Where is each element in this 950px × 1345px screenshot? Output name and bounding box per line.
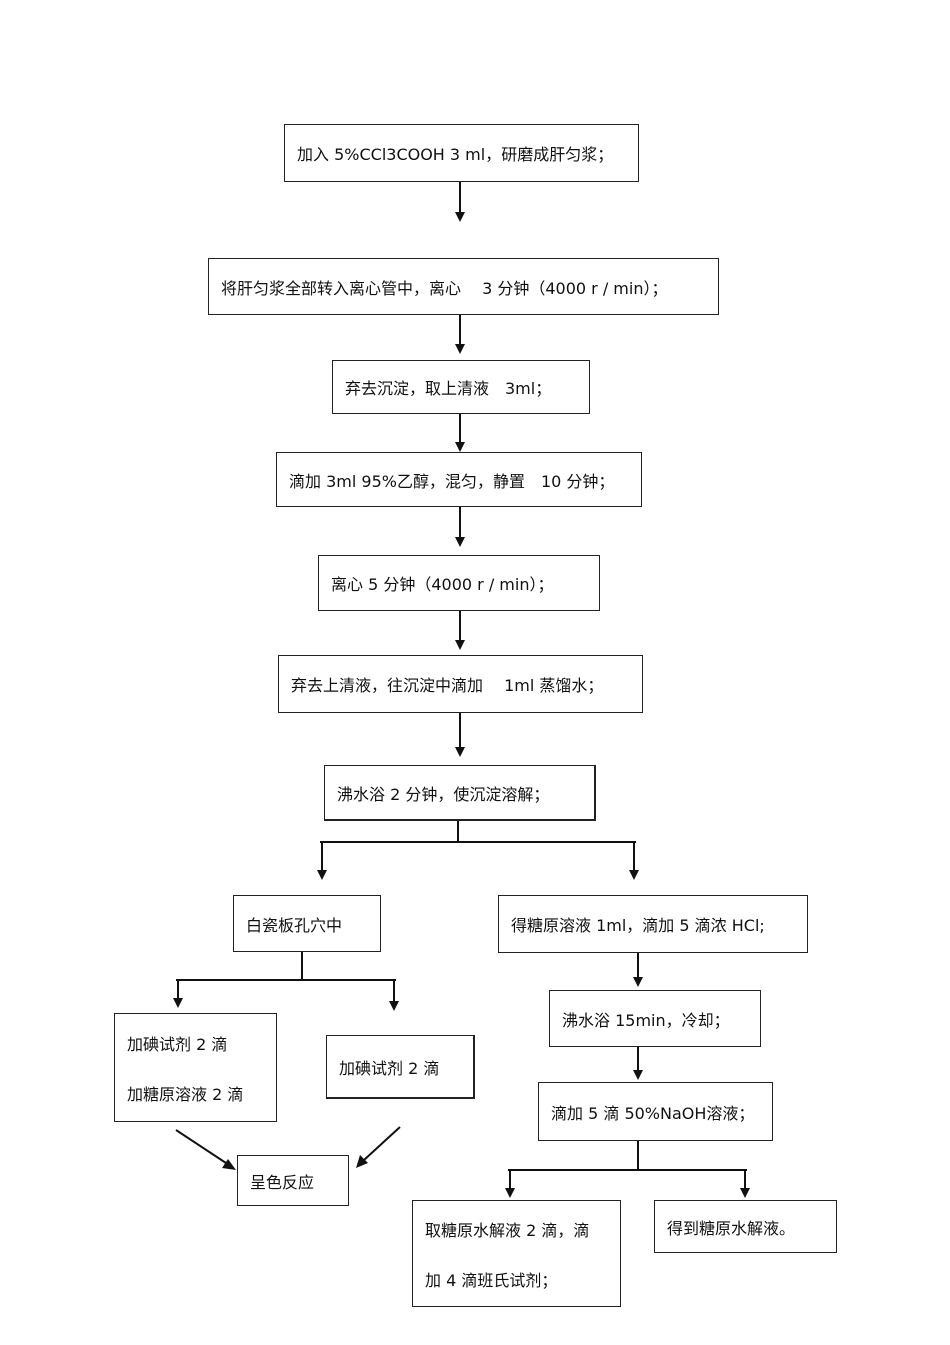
- result-box: 呈色反应: [237, 1155, 349, 1206]
- right-4-box: 取糖原水解液 2 滴，滴 加 4 滴班氏试剂；: [412, 1200, 621, 1307]
- step-2-box: 将肝匀浆全部转入离心管中，离心 3 分钟（4000 r / min）；: [208, 258, 719, 315]
- step-6-box: 弃去上清液，往沉淀中滴加 1ml 蒸馏水；: [278, 655, 643, 713]
- right-5-text: 得到糖原水解液。: [667, 1218, 796, 1238]
- step-2-text: 将肝匀浆全部转入离心管中，离心 3 分钟（4000 r / min）；: [221, 278, 668, 298]
- step-7-box: 沸水浴 2 分钟，使沉淀溶解；: [324, 765, 596, 821]
- plate-text: 白瓷板孔穴中: [246, 915, 343, 935]
- right-4-line-1: 取糖原水解液 2 滴，滴: [425, 1220, 590, 1240]
- right-5-box: 得到糖原水解液。: [654, 1200, 837, 1253]
- step-4-box: 滴加 3ml 95%乙醇，混匀，静置 10 分钟；: [276, 452, 642, 507]
- step-3-box: 弃去沉淀，取上清液 3ml；: [332, 360, 590, 414]
- right-2-box: 沸水浴 15min，冷却；: [549, 990, 761, 1047]
- right-4-line-2: 加 4 滴班氏试剂；: [425, 1270, 558, 1290]
- mix-a-line-2: 加糖原溶液 2 滴: [127, 1084, 244, 1104]
- right-3-box: 滴加 5 滴 50%NaOH溶液；: [538, 1082, 773, 1141]
- plate-box: 白瓷板孔穴中: [233, 895, 381, 952]
- mix-b-box: 加碘试剂 2 滴: [326, 1035, 475, 1099]
- right-2-text: 沸水浴 15min，冷却；: [562, 1010, 730, 1030]
- mix-b-text: 加碘试剂 2 滴: [339, 1058, 440, 1078]
- right-1-text: 得糖原溶液 1ml，滴加 5 滴浓 HCl;: [511, 916, 765, 935]
- right-3-text: 滴加 5 滴 50%NaOH溶液；: [551, 1103, 755, 1123]
- mix-a-line-1: 加碘试剂 2 滴: [127, 1034, 228, 1054]
- step-5-text: 离心 5 分钟（4000 r / min）；: [331, 575, 554, 594]
- result-text: 呈色反应: [250, 1172, 315, 1192]
- step-5-box: 离心 5 分钟（4000 r / min）；: [318, 555, 600, 611]
- step-3-text: 弃去沉淀，取上清液 3ml；: [345, 379, 552, 398]
- step-6-text: 弃去上清液，往沉淀中滴加 1ml 蒸馏水；: [291, 676, 604, 695]
- step-4-text: 滴加 3ml 95%乙醇，混匀，静置 10 分钟；: [289, 471, 615, 491]
- mix-a-box: 加碘试剂 2 滴 加糖原溶液 2 滴: [114, 1013, 277, 1122]
- step-1-text: 加入 5%CCl3COOH 3 ml，研磨成肝匀浆；: [297, 145, 614, 164]
- right-1-box: 得糖原溶液 1ml，滴加 5 滴浓 HCl;: [498, 895, 808, 953]
- step-1-box: 加入 5%CCl3COOH 3 ml，研磨成肝匀浆；: [284, 124, 639, 182]
- step-7-text: 沸水浴 2 分钟，使沉淀溶解；: [337, 784, 550, 804]
